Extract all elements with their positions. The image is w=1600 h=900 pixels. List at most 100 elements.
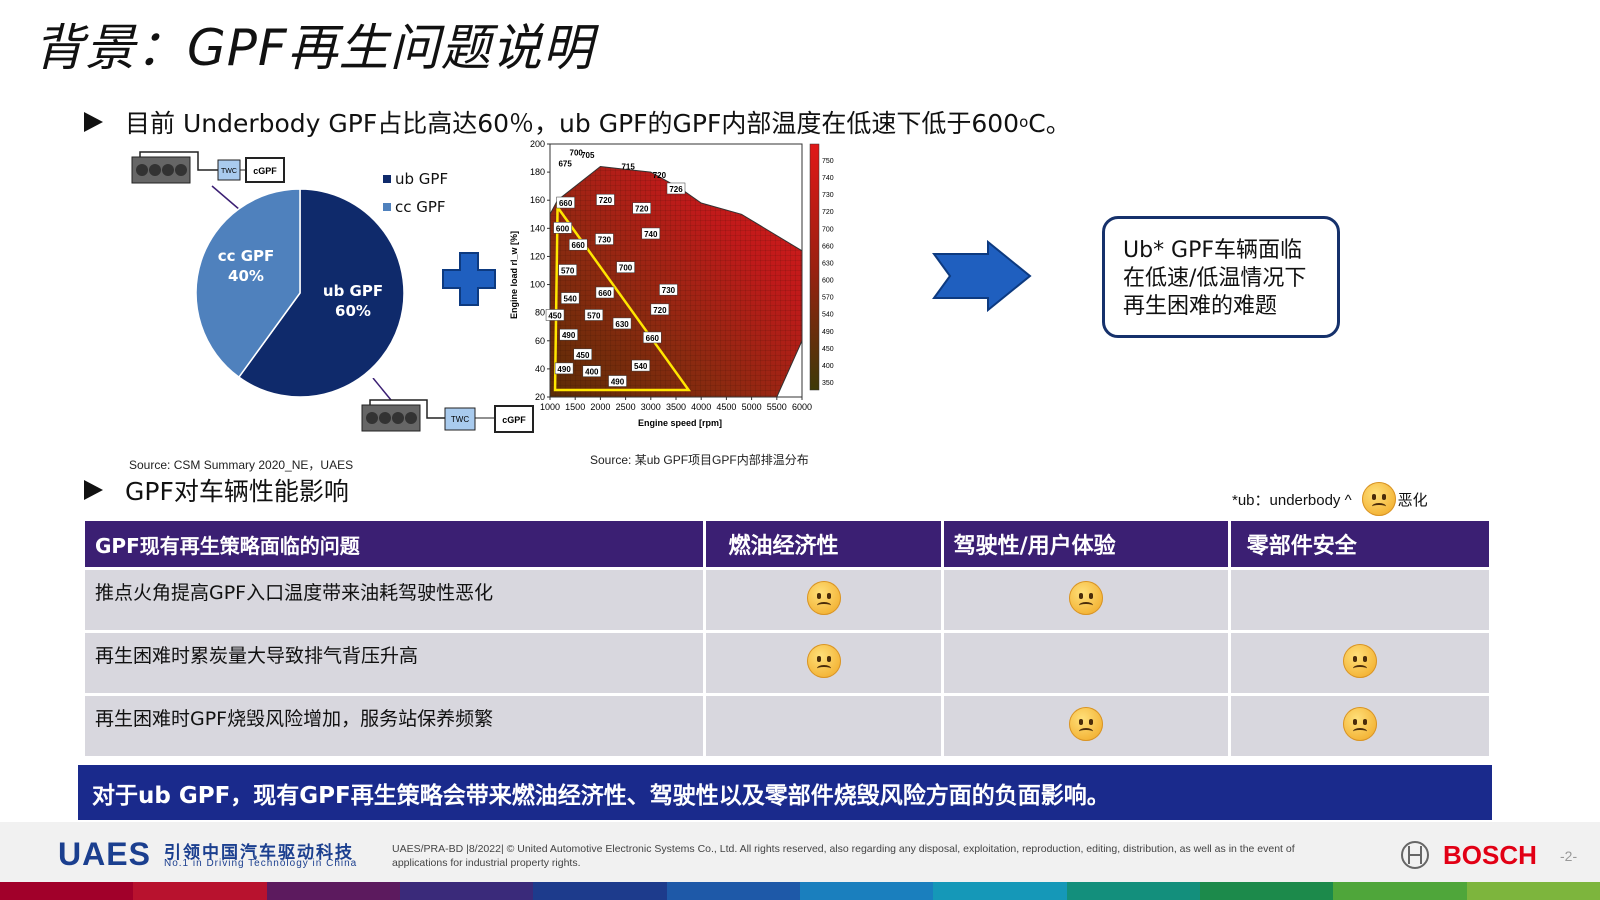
svg-text:730: 730	[598, 236, 612, 245]
temperature-label: 630	[612, 317, 632, 330]
engine-diagram-cc: TWC cGPF	[131, 151, 285, 184]
y-tick-label: 140	[530, 223, 545, 233]
temperature-label: 450	[545, 309, 565, 321]
slice-label-cc-name: cc GPF	[218, 247, 275, 265]
slice-label-ub-name: ub GPF	[323, 282, 383, 300]
table-row: 再生困难时GPF烧毁风险增加，服务站保养频繁	[85, 696, 1489, 756]
temperature-label: 450	[573, 348, 593, 361]
operating-region-grid	[550, 166, 802, 397]
engine-diagram-ub: TWC cGPF	[361, 378, 534, 433]
sad-face-icon	[1068, 580, 1103, 615]
low-temp-zone-outline	[553, 203, 692, 392]
svg-text:720: 720	[653, 171, 667, 180]
impact-cell	[706, 696, 941, 756]
temperature-label: 700	[570, 148, 584, 157]
y-tick-label: 160	[530, 195, 545, 205]
colorbar-tick-label: 600	[822, 278, 834, 285]
svg-text:490: 490	[557, 365, 571, 374]
svg-text:450: 450	[548, 311, 562, 320]
temperature-label: 600	[553, 222, 572, 234]
colorbar	[809, 143, 820, 391]
legal-notice: UAES/PRA-BD |8/2022| © United Automotive…	[392, 843, 1295, 869]
svg-text:720: 720	[599, 196, 613, 205]
y-tick-label: 120	[530, 251, 545, 261]
header-fuel-economy: 燃油经济性	[706, 521, 941, 567]
sad-face-icon	[1068, 706, 1103, 741]
note-text: *ub：underbody ^	[1232, 491, 1352, 509]
header-component-safety: 零部件安全	[1230, 521, 1489, 567]
y-tick-label: 80	[535, 308, 545, 318]
x-tick-label: 4000	[691, 402, 711, 412]
impact-cell	[706, 570, 941, 630]
temperature-label: 660	[568, 238, 588, 251]
temperature-label: 490	[554, 362, 574, 375]
brand-color-strip	[0, 882, 1600, 900]
temperature-label: 726	[666, 182, 686, 195]
temperature-label: 490	[559, 328, 578, 341]
heatmap-xlabel: Engine speed [rpm]	[638, 418, 722, 428]
legend-ub: ub GPF	[395, 170, 448, 188]
y-tick-label: 180	[530, 167, 545, 177]
x-tick-label: 1000	[540, 402, 560, 412]
twc-label-bottom: TWC	[451, 415, 469, 424]
svg-text:540: 540	[634, 362, 648, 371]
footnote-legend: *ub：underbody ^ 恶化	[1232, 482, 1428, 516]
svg-text:675: 675	[558, 160, 572, 169]
sad-face-icon	[1342, 643, 1377, 678]
bullet-performance-impact: GPF对车辆性能影响	[84, 472, 349, 508]
bullet-triangle-icon	[84, 112, 103, 132]
svg-text:726: 726	[669, 185, 683, 194]
temperature-label: 570	[558, 264, 577, 276]
svg-text:600: 600	[556, 224, 570, 233]
slice-label-ub-pct: 60%	[335, 302, 371, 320]
temperature-label: 720	[596, 193, 615, 206]
temperature-label: 675	[558, 160, 572, 169]
y-tick-label: 100	[530, 280, 545, 290]
heatmap-ylabel: Engine load rl_w [%]	[509, 231, 519, 319]
pie-slice-cc	[195, 188, 301, 379]
svg-text:660: 660	[598, 289, 612, 298]
colorbar-tick-label: 350	[822, 380, 834, 387]
svg-text:570: 570	[561, 267, 575, 276]
x-tick-label: 2500	[616, 402, 636, 412]
svg-text:660: 660	[646, 334, 660, 343]
x-tick-label: 4500	[716, 402, 736, 412]
pie-slice-ub	[237, 188, 405, 398]
note-suffix: 恶化	[1397, 491, 1428, 509]
svg-text:740: 740	[644, 230, 658, 239]
sad-face-icon	[806, 643, 841, 678]
temperature-label: 720	[653, 171, 667, 180]
table-row: 推点火角提高GPF入口温度带来油耗驾驶性恶化	[85, 570, 1489, 630]
svg-text:570: 570	[587, 311, 601, 320]
svg-text:490: 490	[562, 331, 576, 340]
impact-cell	[943, 633, 1228, 693]
footer	[0, 822, 1600, 882]
bullet-text-b: C。	[1028, 109, 1071, 138]
svg-text:400: 400	[585, 368, 599, 377]
svg-text:700: 700	[619, 264, 633, 273]
temperature-label: 705	[581, 151, 595, 160]
pie-source: Source: CSM Summary 2020_NE，UAES	[129, 458, 354, 472]
colorbar-tick-label: 490	[822, 329, 834, 336]
colorbar-tick-label: 630	[822, 260, 834, 267]
y-tick-label: 200	[530, 140, 545, 149]
sad-face-icon	[1361, 482, 1396, 516]
bosch-logo: BOSCH	[1443, 840, 1537, 870]
colorbar-tick-label: 570	[822, 295, 834, 302]
svg-text:730: 730	[662, 286, 676, 295]
x-tick-label: 1500	[565, 402, 585, 412]
temperature-label: 740	[641, 227, 661, 240]
colorbar-tick-label: 740	[822, 175, 834, 182]
x-tick-label: 2000	[590, 402, 610, 412]
bullet-triangle-icon	[84, 480, 103, 500]
colorbar-tick-label: 720	[822, 209, 834, 216]
svg-text:700: 700	[570, 148, 584, 157]
header-drivability: 驾驶性/用户体验	[943, 521, 1228, 567]
temperature-label: 660	[595, 286, 615, 299]
temperature-label: 570	[584, 309, 604, 321]
legend-cc: cc GPF	[395, 198, 446, 216]
colorbar-tick-label: 730	[822, 192, 834, 199]
impact-cell	[1230, 696, 1489, 756]
svg-text:540: 540	[563, 295, 577, 304]
